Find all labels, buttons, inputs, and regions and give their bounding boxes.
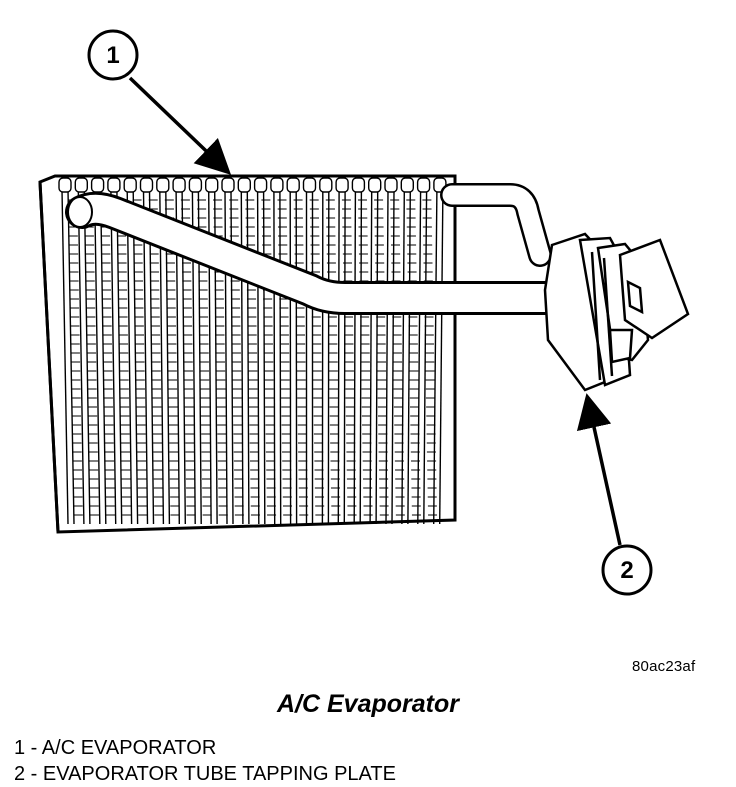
callout-1-leader — [130, 78, 226, 170]
evaporator-core — [40, 176, 455, 532]
legend-item-2: 2 - EVAPORATOR TUBE TAPPING PLATE — [14, 761, 396, 787]
svg-text:1: 1 — [106, 42, 119, 69]
legend-item-1: 1 - A/C EVAPORATOR — [14, 735, 396, 761]
figure-id: 80ac23af — [632, 658, 695, 675]
callout-1: 1 — [89, 31, 137, 79]
callout-2-leader — [588, 400, 620, 545]
callout-2: 2 — [603, 546, 651, 594]
svg-text:2: 2 — [620, 557, 633, 584]
tapping-plate — [545, 234, 688, 390]
legend: 1 - A/C EVAPORATOR 2 - EVAPORATOR TUBE T… — [14, 735, 396, 787]
figure-title: A/C Evaporator — [0, 690, 736, 719]
evaporator-illustration: 1 2 — [0, 0, 736, 680]
